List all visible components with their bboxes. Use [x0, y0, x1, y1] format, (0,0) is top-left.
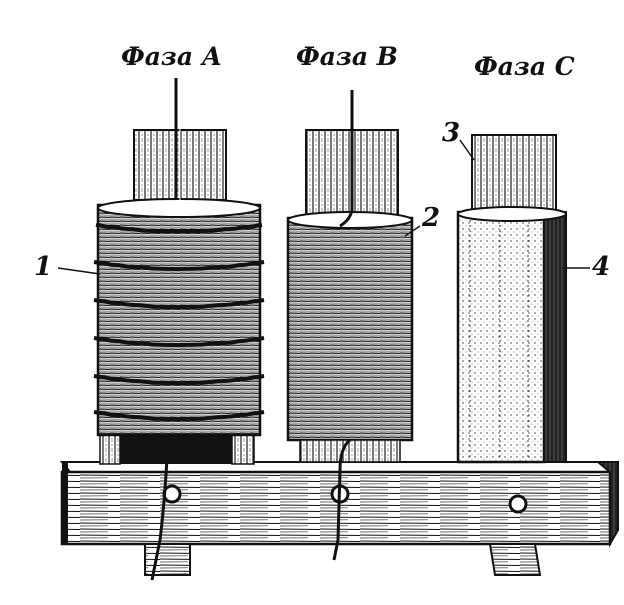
- callout-4: 4: [592, 252, 611, 282]
- callout-1: 1: [34, 252, 53, 282]
- phase-b-label: Фаза В: [296, 42, 398, 71]
- base-beam: [59, 461, 619, 576]
- phase-c-label: Фаза С: [474, 52, 575, 81]
- phase-c-column: [456, 134, 567, 464]
- phase-a-label: Фаза А: [121, 42, 223, 71]
- phase-b-column: [286, 90, 414, 561]
- leader-lines: [57, 139, 590, 275]
- callout-3: 3: [442, 118, 461, 148]
- callout-2: 2: [422, 203, 441, 233]
- phase-a-column: [93, 78, 265, 581]
